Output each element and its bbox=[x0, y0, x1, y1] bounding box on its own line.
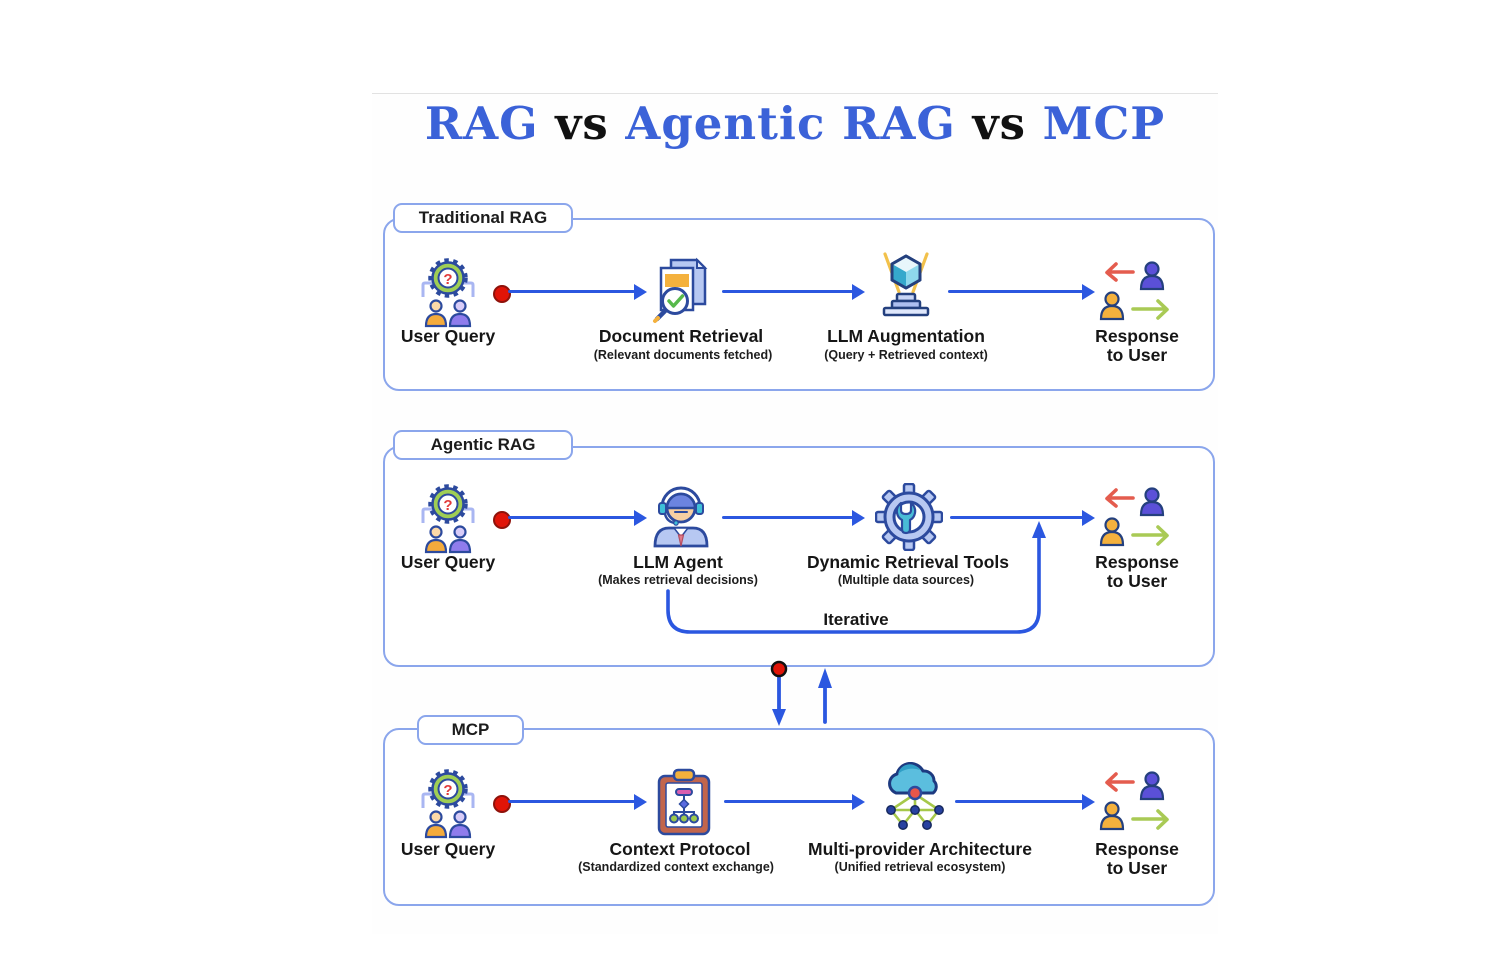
title-rag: RAG bbox=[424, 97, 539, 150]
step-label-context-protocol: Context Protocol bbox=[609, 839, 751, 859]
response-to-user-icon bbox=[1099, 771, 1169, 831]
arrow-agent-to-tools bbox=[722, 509, 865, 526]
arrow-protocol-to-architecture bbox=[724, 793, 865, 810]
step-sub-llm-agent: (Makes retrieval decisions) bbox=[598, 573, 758, 587]
panel-traditional-rag bbox=[383, 218, 1215, 391]
arrow-architecture-to-response bbox=[955, 793, 1095, 810]
panel-mcp bbox=[383, 728, 1215, 906]
context-protocol-icon bbox=[657, 768, 711, 836]
document-retrieval-icon bbox=[653, 257, 708, 323]
panel-agentic-rag bbox=[383, 446, 1215, 667]
arrow-query-to-agent bbox=[508, 509, 647, 526]
step-label-response-to-user: Response to User bbox=[1095, 326, 1179, 365]
step-label-llm-agent: LLM Agent bbox=[633, 552, 723, 572]
flow-start-dot bbox=[493, 285, 511, 303]
multi-provider-architecture-icon bbox=[886, 762, 944, 830]
step-sub-multi-provider-architecture: (Unified retrieval ecosystem) bbox=[834, 860, 1006, 874]
step-label-multi-provider-architecture: Multi-provider Architecture bbox=[808, 839, 1032, 859]
dynamic-retrieval-tools-icon bbox=[875, 483, 943, 551]
flow-start-dot bbox=[493, 795, 511, 813]
panel-tab-agentic-rag: Agentic RAG bbox=[393, 430, 573, 460]
arrow-query-to-protocol bbox=[508, 793, 647, 810]
title-agentic-rag: Agentic RAG bbox=[625, 97, 956, 150]
step-label-response-to-user: Response to User bbox=[1095, 839, 1179, 878]
title-vs-2: vs bbox=[972, 97, 1026, 150]
step-sub-dynamic-retrieval-tools: (Multiple data sources) bbox=[837, 573, 975, 587]
response-to-user-icon bbox=[1099, 487, 1169, 547]
step-label-document-retrieval: Document Retrieval bbox=[598, 326, 764, 346]
arrow-query-to-retrieval bbox=[508, 283, 647, 300]
step-label-user-query: User Query bbox=[400, 326, 496, 346]
llm-augmentation-icon bbox=[882, 252, 930, 317]
step-label-dynamic-retrieval-tools: Dynamic Retrieval Tools bbox=[807, 552, 1009, 572]
iterative-loop-label: Iterative bbox=[823, 610, 889, 629]
step-label-llm-augmentation: LLM Augmentation bbox=[827, 326, 985, 346]
user-query-icon: ? bbox=[421, 258, 475, 328]
step-sub-context-protocol: (Standardized context exchange) bbox=[578, 860, 774, 874]
arrow-tools-to-response bbox=[950, 509, 1095, 526]
response-to-user-icon bbox=[1099, 261, 1169, 321]
step-label-user-query: User Query bbox=[400, 839, 496, 859]
step-label-user-query: User Query bbox=[400, 552, 496, 572]
panel-tab-traditional-rag: Traditional RAG bbox=[393, 203, 573, 233]
title-vs-1: vs bbox=[555, 97, 609, 150]
user-query-icon: ? bbox=[421, 769, 475, 839]
page-title: RAG vs Agentic RAG vs MCP bbox=[372, 97, 1218, 150]
title-mcp: MCP bbox=[1042, 97, 1166, 150]
step-label-response-to-user: Response to User bbox=[1095, 552, 1179, 591]
arrow-retrieval-to-augmentation bbox=[722, 283, 865, 300]
svg-text:?: ? bbox=[443, 271, 452, 288]
flow-start-dot bbox=[493, 511, 511, 529]
panel-tab-mcp: MCP bbox=[417, 715, 524, 745]
user-query-icon: ? bbox=[421, 484, 475, 554]
arrow-augmentation-to-response bbox=[948, 283, 1095, 300]
svg-text:?: ? bbox=[443, 782, 452, 799]
step-sub-document-retrieval: (Relevant documents fetched) bbox=[593, 348, 773, 362]
step-sub-llm-augmentation: (Query + Retrieved context) bbox=[824, 348, 988, 362]
llm-agent-icon bbox=[653, 486, 709, 548]
svg-text:?: ? bbox=[443, 497, 452, 514]
